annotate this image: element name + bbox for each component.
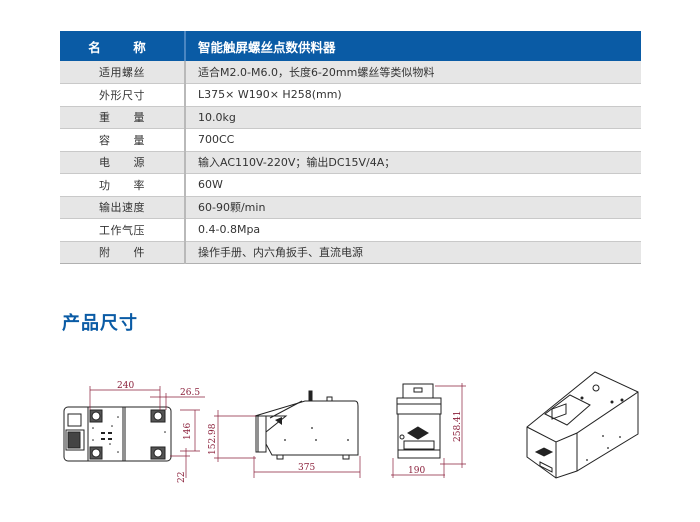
isometric-view-drawing bbox=[526, 371, 639, 479]
spec-row: 重 量 10.0kg bbox=[60, 106, 641, 129]
spec-label: 容 量 bbox=[60, 128, 186, 152]
front-view-drawing bbox=[396, 383, 442, 459]
spec-header-row: 名 称 智能触屏螺丝点数供料器 bbox=[60, 31, 641, 61]
dim-26-5: 26.5 bbox=[180, 388, 200, 398]
spec-label: 外形尺寸 bbox=[60, 83, 186, 107]
spec-row: 容 量 700CC bbox=[60, 128, 641, 152]
spec-row: 电 源 输入AC110V-220V；输出DC15V/4A； bbox=[60, 151, 641, 174]
spec-header-label: 名 称 bbox=[60, 31, 186, 61]
spec-label: 功 率 bbox=[60, 173, 186, 197]
spec-row: 输出速度 60-90颗/min bbox=[60, 196, 641, 219]
section-title: 产品尺寸 bbox=[62, 313, 138, 334]
spec-row: 适用螺丝 适合M2.0-M6.0，长度6-20mm螺丝等类似物料 bbox=[60, 61, 641, 84]
dim-240: 240 bbox=[117, 381, 134, 391]
side-view-drawing bbox=[254, 390, 359, 460]
spec-value: 0.4-0.8Mpa bbox=[185, 218, 641, 242]
spec-label: 适用螺丝 bbox=[60, 61, 186, 84]
top-view-dimensions bbox=[89, 386, 205, 478]
spec-row: 功 率 60W bbox=[60, 173, 641, 197]
side-view-dimensions bbox=[214, 410, 361, 478]
dim-22: 22 bbox=[177, 472, 187, 483]
spec-value: 10.0kg bbox=[185, 106, 641, 129]
spec-value: 700CC bbox=[185, 128, 641, 152]
spec-label: 工作气压 bbox=[60, 218, 186, 242]
dim-152-98: 152.98 bbox=[208, 423, 218, 455]
spec-table: 名 称 智能触屏螺丝点数供料器 适用螺丝 适合M2.0-M6.0，长度6-20m… bbox=[60, 31, 641, 264]
spec-value: 适合M2.0-M6.0，长度6-20mm螺丝等类似物料 bbox=[185, 61, 641, 84]
spec-row: 附 件 操作手册、内六角扳手、直流电源 bbox=[60, 241, 641, 264]
spec-value: 60W bbox=[185, 173, 641, 197]
dim-375: 375 bbox=[298, 463, 315, 473]
spec-value: 输入AC110V-220V；输出DC15V/4A； bbox=[185, 151, 641, 174]
spec-label: 附 件 bbox=[60, 241, 186, 264]
spec-row: 工作气压 0.4-0.8Mpa bbox=[60, 218, 641, 242]
dim-190: 190 bbox=[408, 466, 425, 476]
spec-value: 操作手册、内六角扳手、直流电源 bbox=[185, 241, 641, 264]
top-view-drawing bbox=[63, 406, 172, 462]
spec-value: 60-90颗/min bbox=[185, 196, 641, 219]
spec-label: 电 源 bbox=[60, 151, 186, 174]
dim-258-41: 258.41 bbox=[453, 411, 463, 443]
dim-146: 146 bbox=[183, 423, 193, 440]
spec-value: L375× W190× H258(mm) bbox=[185, 83, 641, 107]
spec-header-value: 智能触屏螺丝点数供料器 bbox=[185, 31, 641, 61]
spec-label: 重 量 bbox=[60, 106, 186, 129]
front-view-dimensions bbox=[391, 383, 466, 478]
spec-label: 输出速度 bbox=[60, 196, 186, 219]
spec-row: 外形尺寸 L375× W190× H258(mm) bbox=[60, 83, 641, 107]
